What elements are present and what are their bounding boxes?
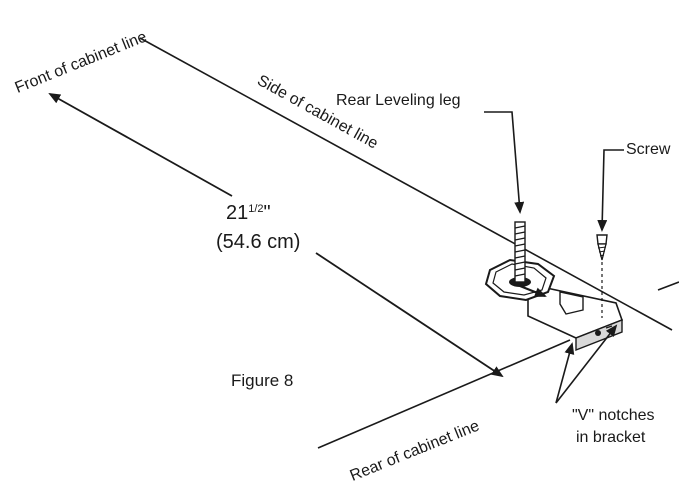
side-of-cabinet-line [139, 37, 673, 331]
screw-leader [597, 149, 624, 232]
leveling-leg-leader [484, 111, 525, 214]
screw-part [596, 234, 608, 261]
v-notch-leader-left [555, 342, 575, 404]
dimension-metric: (54.6 cm) [216, 231, 301, 253]
dimension-imperial-whole: 21 [226, 202, 249, 224]
v-notch-leader-right [555, 324, 618, 404]
placement-arrow [519, 284, 547, 298]
dimension-imperial-unit: " [263, 202, 271, 224]
dimension-imperial: 211/2" [226, 203, 271, 223]
in-bracket-label: in bracket [576, 429, 646, 446]
rear-of-cabinet-line [317, 339, 571, 449]
dimension-arrow-upper [48, 93, 233, 197]
figure-caption: Figure 8 [231, 371, 294, 390]
screw-label: Screw [626, 141, 671, 158]
leveling-leg-rod [514, 221, 526, 283]
leveling-bracket [527, 283, 624, 352]
dimension-arrow-lower [315, 252, 504, 378]
dimension-imperial-fraction: 1/2 [248, 203, 264, 215]
right-edge-stub-line [657, 281, 679, 291]
v-notches-label: "V" notches [572, 407, 655, 424]
rear-leveling-leg-label: Rear Leveling leg [336, 92, 461, 109]
